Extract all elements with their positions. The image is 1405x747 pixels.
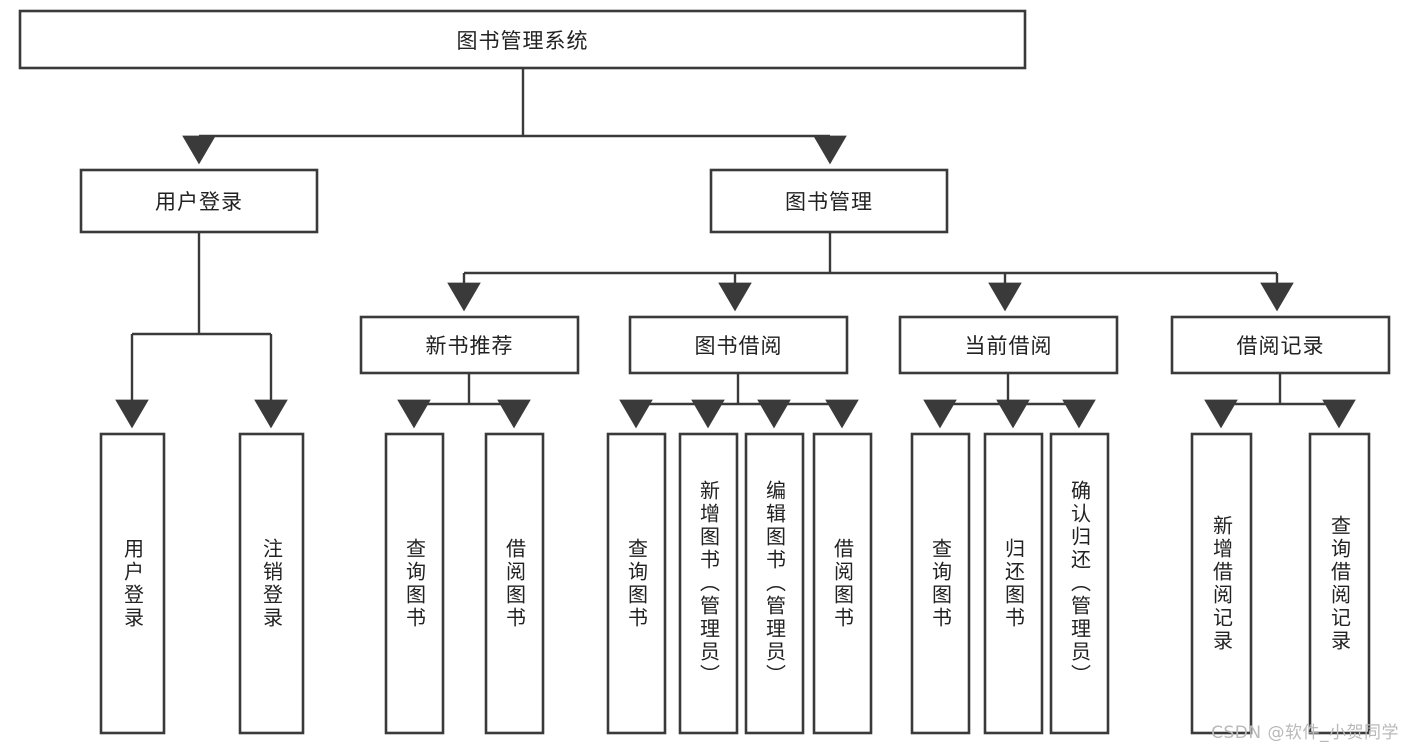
node-borrow-record-box[interactable] bbox=[1170, 315, 1391, 375]
leaf-add-book-box[interactable] bbox=[678, 432, 739, 735]
leaf-query-record-box[interactable] bbox=[1308, 432, 1371, 735]
leaf-edit-book-box[interactable] bbox=[744, 432, 805, 735]
node-root-box[interactable] bbox=[18, 9, 1027, 70]
leaf-query-book-current-box[interactable] bbox=[910, 432, 971, 735]
leaf-return-book-box[interactable] bbox=[983, 432, 1044, 735]
watermark-text: CSDN @软件_小贺同学 bbox=[1211, 723, 1399, 743]
leaf-add-record-box[interactable] bbox=[1190, 432, 1253, 735]
leaf-query-book-borrow-box[interactable] bbox=[606, 432, 667, 735]
node-book-manage-box[interactable] bbox=[709, 168, 949, 234]
leaf-borrow-book-recommend-box[interactable] bbox=[484, 432, 545, 735]
node-new-book-recommend-box[interactable] bbox=[359, 315, 580, 375]
leaf-borrow-book-box[interactable] bbox=[812, 432, 873, 735]
leaf-user-login-box[interactable] bbox=[99, 432, 166, 735]
node-book-borrow-box[interactable] bbox=[628, 315, 849, 375]
leaf-query-book-recommend-box[interactable] bbox=[384, 432, 445, 735]
leaf-logout-box[interactable] bbox=[238, 432, 305, 735]
node-user-login-box[interactable] bbox=[79, 168, 319, 234]
leaf-confirm-return-box[interactable] bbox=[1049, 432, 1110, 735]
node-current-borrow-box[interactable] bbox=[898, 315, 1119, 375]
